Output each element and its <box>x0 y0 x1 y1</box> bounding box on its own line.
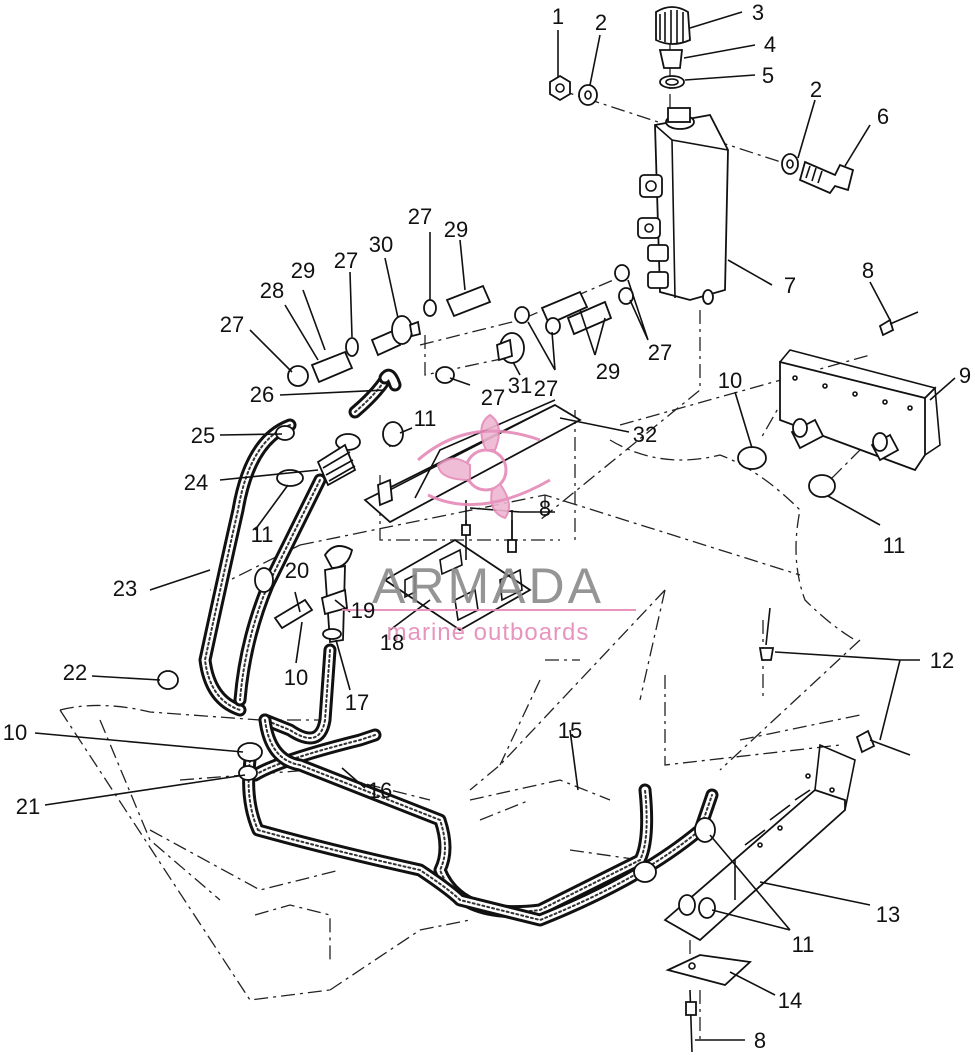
callout-c4: 4 <box>764 32 776 57</box>
callout-c16: 16 <box>368 778 392 803</box>
watermark-tagline: marine outboards <box>387 619 590 646</box>
callout-c23: 23 <box>113 576 137 601</box>
callout-c27c: 27 <box>220 312 244 337</box>
callout-c25: 25 <box>191 423 215 448</box>
callout-c3: 3 <box>752 0 764 25</box>
callout-labels: 1 2 3 4 5 2 6 7 8 9 10 11 27 29 27 30 29… <box>3 0 971 1053</box>
callout-c19: 19 <box>351 598 375 623</box>
plate-14 <box>665 954 753 1053</box>
armada-watermark: ARMADA marine outboards <box>342 413 636 646</box>
callout-c8a: 8 <box>862 258 874 283</box>
callout-c14: 14 <box>778 988 802 1013</box>
mounting-bracket <box>737 311 941 498</box>
callout-c2a: 2 <box>595 10 607 35</box>
callout-c10b: 10 <box>284 665 308 690</box>
callout-c29a: 29 <box>444 217 468 242</box>
callout-c9: 9 <box>959 363 971 388</box>
callout-c5: 5 <box>762 63 774 88</box>
callout-c24: 24 <box>184 470 208 495</box>
callout-c11b: 11 <box>414 406 437 431</box>
callout-c7: 7 <box>784 273 796 298</box>
callout-c11c: 11 <box>251 522 274 547</box>
callout-c13: 13 <box>876 902 900 927</box>
screws-12 <box>758 607 911 756</box>
callout-c26: 26 <box>250 382 274 407</box>
watermark-brand: ARMADA <box>372 558 604 614</box>
callout-c27b: 27 <box>334 248 358 273</box>
callout-c17: 17 <box>345 690 369 715</box>
callout-c18: 18 <box>380 630 404 655</box>
callout-c10a: 10 <box>718 368 742 393</box>
callout-c21: 21 <box>16 794 40 819</box>
callout-c28: 28 <box>260 278 284 303</box>
chassis-outline <box>59 310 871 1001</box>
callout-c12: 12 <box>930 648 954 673</box>
callout-c31: 31 <box>508 373 532 398</box>
callout-c1: 1 <box>552 4 564 29</box>
callout-c10c: 10 <box>3 720 27 745</box>
reservoir-cap-assembly <box>655 6 691 89</box>
callout-c27d: 27 <box>534 376 558 401</box>
callout-c8c: 8 <box>754 1028 766 1053</box>
hose-fittings <box>287 264 634 387</box>
callout-c27a: 27 <box>408 204 432 229</box>
callout-c6: 6 <box>877 104 889 129</box>
bolt-and-washer <box>781 153 855 195</box>
callout-c22: 22 <box>63 660 87 685</box>
callout-c8b: 8 <box>539 496 551 521</box>
callout-c11d: 11 <box>792 932 815 957</box>
callout-c27e: 27 <box>648 340 672 365</box>
callout-c27f: 27 <box>481 385 505 410</box>
oil-reservoir-tank <box>637 107 729 305</box>
armada-propeller-logo <box>417 413 551 520</box>
callout-c30: 30 <box>369 232 393 257</box>
callout-c29c: 29 <box>596 359 620 384</box>
base-plate-13 <box>633 743 856 942</box>
callout-c2b: 2 <box>810 77 822 102</box>
nut-and-washer <box>549 74 598 106</box>
callout-c20: 20 <box>285 558 309 583</box>
callout-c15: 15 <box>558 718 582 743</box>
callout-c29b: 29 <box>291 258 315 283</box>
clamps-and-fittings <box>157 421 404 781</box>
leader-lines <box>34 11 956 1041</box>
callout-c11a: 11 <box>883 533 906 558</box>
callout-c32: 32 <box>633 422 657 447</box>
